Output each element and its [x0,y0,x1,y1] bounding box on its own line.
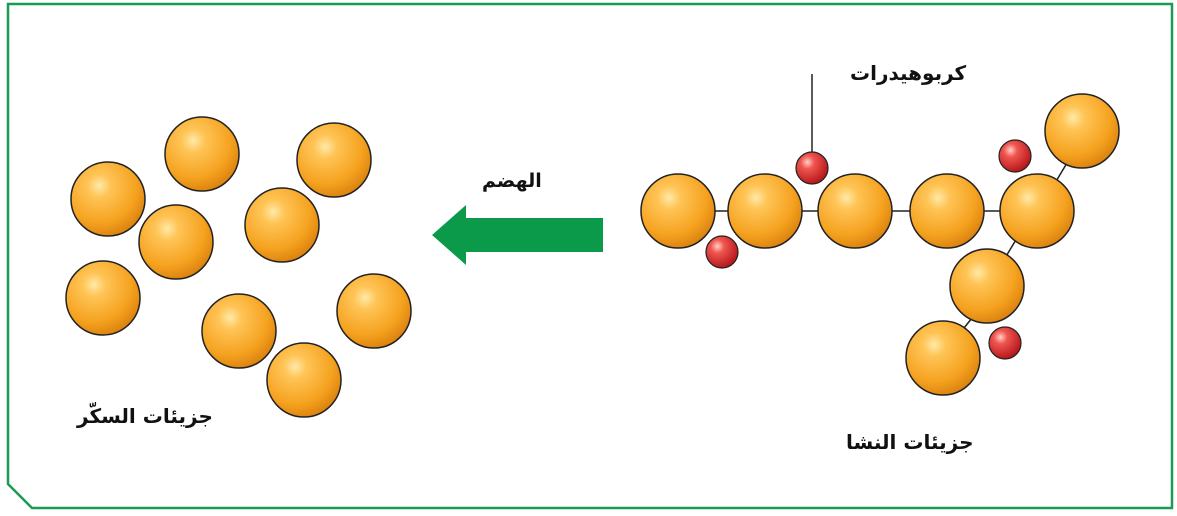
red-particle [795,151,829,185]
starch-molecules-label: جزيئات النشا [846,430,974,454]
sugar-unit [70,161,146,237]
starch-unit [817,173,893,249]
starch-unit [640,173,716,249]
sugar-unit [65,260,141,336]
sugar-unit [244,187,320,263]
starch-unit [909,173,985,249]
sugar-unit [138,204,214,280]
carbohydrates-label: كربوهيدرات [850,61,967,85]
sugar-unit [266,342,342,418]
red-particle [998,139,1032,173]
starch-unit [949,248,1025,324]
red-particle [988,326,1022,360]
starch-unit [999,173,1075,249]
sugar-unit [164,116,240,192]
left-arrow-icon [432,205,603,265]
sugar-molecules [65,116,412,418]
sugar-unit [296,122,372,198]
starch-molecules [640,93,1120,396]
starch-unit [727,173,803,249]
starch-unit [1044,93,1120,169]
sugar-unit [201,293,277,369]
sugar-unit [336,273,412,349]
sugar-molecules-label: جزيئات السكّر [77,404,213,428]
red-particle [705,235,739,269]
carbohydrate-particles [705,139,1032,360]
starch-unit [905,320,981,396]
digestion-label: الهضم [482,170,542,192]
